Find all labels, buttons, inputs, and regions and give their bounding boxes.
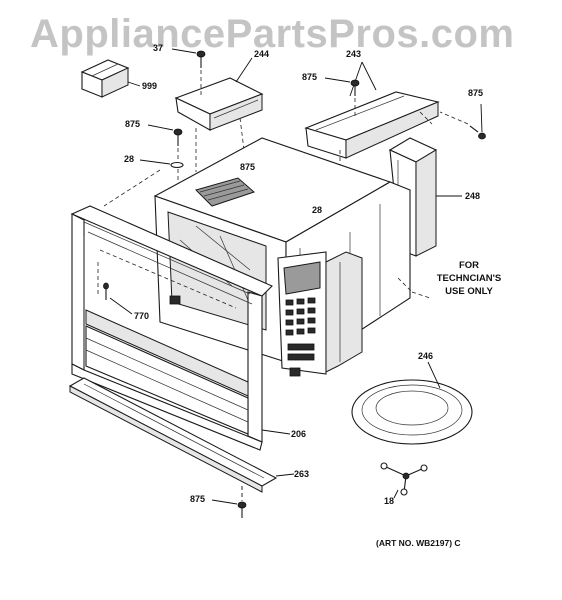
screw-875-far-right[interactable]	[439, 103, 486, 140]
part-999-box[interactable]	[80, 59, 141, 98]
part-243-cover[interactable]	[304, 61, 440, 172]
part-263-grille[interactable]	[68, 377, 295, 500]
callout-243: 243	[346, 49, 362, 59]
callout-875-top-right: 875	[302, 72, 318, 82]
watermark: AppliancePartsPros.com	[30, 12, 515, 56]
callout-248: 248	[465, 191, 481, 201]
callout-875-mid: 875	[240, 162, 256, 172]
callout-28-mid: 28	[312, 205, 323, 215]
technician-note-line1: FOR	[458, 260, 480, 271]
callout-244: 244	[254, 49, 270, 59]
callout-37: 37	[153, 43, 164, 53]
callout-770: 770	[134, 311, 150, 321]
screw-875-top-left[interactable]	[147, 124, 183, 186]
screw-875-top-right[interactable]	[324, 77, 360, 116]
callout-246: 246	[418, 351, 434, 361]
callout-999: 999	[142, 81, 158, 91]
callout-263: 263	[294, 469, 310, 479]
callout-18: 18	[384, 496, 395, 506]
screw-37[interactable]	[171, 48, 206, 96]
callout-875-far-right: 875	[468, 88, 484, 98]
part-770-clip[interactable]	[103, 282, 133, 315]
vent-grille	[195, 177, 255, 207]
screw-875-bottom[interactable]	[211, 486, 247, 518]
washer-28-left[interactable]	[139, 159, 184, 169]
technician-note: FOR TECHNCIAN'S USE ONLY	[424, 259, 514, 298]
technician-note-line3: USE ONLY	[445, 286, 493, 297]
callout-875-top-left: 875	[125, 119, 141, 129]
technician-note-line2: TECHNCIAN'S	[436, 273, 502, 284]
part-244-cover[interactable]	[174, 57, 264, 172]
part-18-roller[interactable]	[380, 462, 428, 499]
control-panel[interactable]	[277, 251, 327, 375]
callout-28-left: 28	[124, 154, 135, 164]
callout-206: 206	[291, 429, 307, 439]
art-number: (ART NO. WB2197) C	[376, 538, 461, 548]
callout-875-bottom: 875	[190, 494, 206, 504]
part-206-trim-frame[interactable]	[70, 205, 291, 451]
part-246-turntable[interactable]	[351, 361, 473, 445]
